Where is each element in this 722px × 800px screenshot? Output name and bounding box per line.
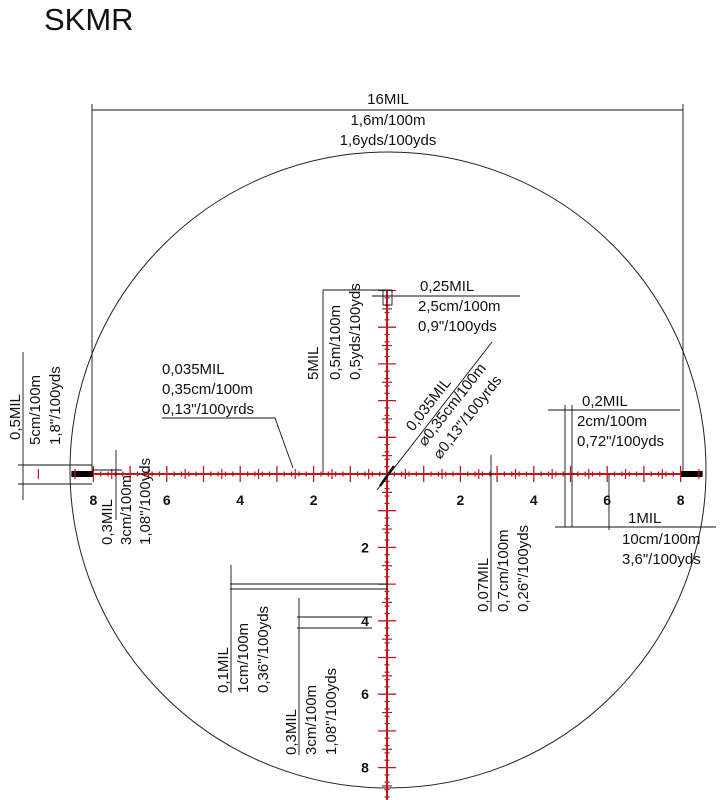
- line-thickness-metric: 0,7cm/100m: [495, 529, 512, 612]
- horizontal-scale-label: 8: [677, 492, 685, 508]
- horizontal-scale-label: 6: [603, 492, 611, 508]
- tick-width-callout: 0,035MIL 0,35cm/100m 0,13"/100yrds: [162, 361, 294, 469]
- vertical-tick-metric: 3cm/100m: [303, 685, 320, 755]
- vertical-scale-label: 2: [361, 539, 369, 555]
- line-thickness-imperial: 0,26"/100yds: [515, 525, 532, 612]
- half-tick-dimension: 0,2MIL 2cm/100m 0,72"/100yds: [548, 393, 680, 527]
- diagram-title: SKMR: [44, 2, 134, 37]
- reticle: 2 2 4 4 6 6 8 8 2 4 6 8: [37, 289, 703, 800]
- thick-bar-dimension: 0,5MIL 5cm/100m 1,8"/100yds: [7, 352, 92, 500]
- thick-bar-imperial: 1,8"/100yds: [47, 366, 64, 445]
- major-spacing-dimension: 1MIL 10cm/100m 3,6"/100yds: [555, 474, 716, 568]
- left-thick-bar: [71, 471, 94, 477]
- horizontal-scale-label: 2: [310, 492, 318, 508]
- post-height-imperial: 0,5yds/100yds: [347, 283, 364, 380]
- horizontal-scale-label: 4: [236, 492, 244, 508]
- total-width-mil: 16MIL: [367, 91, 409, 108]
- vertical-tick-imperial: 1,08"/100yds: [323, 668, 340, 755]
- post-height-metric: 0,5m/100m: [327, 305, 344, 380]
- horizontal-scale-label: 4: [530, 492, 538, 508]
- post-width-metric: 2,5cm/100m: [418, 298, 501, 315]
- line-thickness-mil: 0,07MIL: [475, 558, 492, 612]
- small-tick-mil: 0,1MIL: [215, 647, 232, 693]
- vertical-scale-label: 8: [361, 760, 369, 776]
- vertical-scale-label: 4: [361, 613, 369, 629]
- right-thick-bar: [680, 471, 703, 477]
- small-tick-dimension: 0,1MIL 1cm/100m 0,36"/100yds: [215, 565, 388, 693]
- small-tick-imperial: 0,36"/100yds: [255, 606, 272, 693]
- horizontal-scale-label: 6: [163, 492, 171, 508]
- vertical-scale-label: 6: [361, 686, 369, 702]
- post-width-imperial: 0,9"/100yds: [418, 318, 497, 335]
- thick-bar-mil: 0,5MIL: [7, 394, 24, 440]
- major-spacing-imperial: 3,6"/100yds: [622, 551, 701, 568]
- major-spacing-metric: 10cm/100m: [622, 531, 700, 548]
- tick-width-mil: 0,035MIL: [162, 361, 225, 378]
- post-width-mil: 0,25MIL: [420, 278, 474, 295]
- small-tick-metric: 1cm/100m: [235, 623, 252, 693]
- total-width-imperial: 1,6yds/100yds: [340, 132, 437, 149]
- bar-gap-mil: 0,3MIL: [99, 499, 116, 545]
- post-height-mil: 5MIL: [305, 347, 322, 380]
- bar-gap-metric: 3cm/100m: [118, 475, 135, 545]
- total-width-metric: 1,6m/100m: [350, 112, 425, 129]
- post-width-dimension: 0,25MIL 2,5cm/100m 0,9"/100yds: [372, 278, 520, 335]
- horizontal-scale-label: 8: [90, 492, 98, 508]
- total-width-dimension: 16MIL 1,6m/100m 1,6yds/100yds: [91, 91, 684, 474]
- vertical-tick-mil: 0,3MIL: [283, 709, 300, 755]
- bar-gap-imperial: 1,08"/100yds: [137, 458, 154, 545]
- major-spacing-mil: 1MIL: [628, 510, 661, 527]
- bar-gap-dimension: 0,3MIL 3cm/100m 1,08"/100yds: [92, 450, 154, 545]
- horizontal-scale-label: 2: [457, 492, 465, 508]
- line-thickness-dimension: 0,07MIL 0,7cm/100m 0,26"/100yds: [475, 455, 532, 612]
- tick-width-imperial: 0,13"/100yrds: [162, 401, 254, 418]
- half-tick-metric: 2cm/100m: [577, 413, 647, 430]
- tick-width-metric: 0,35cm/100m: [162, 381, 253, 398]
- half-tick-mil: 0,2MIL: [582, 393, 628, 410]
- thick-bar-metric: 5cm/100m: [27, 375, 44, 445]
- post-height-dimension: 5MIL 0,5m/100m 0,5yds/100yds: [305, 283, 390, 474]
- center-dot-callout: 0,035MIL ⌀0,35cm/100m ⌀0,13"/100yrds: [376, 341, 505, 491]
- half-tick-imperial: 0,72"/100yds: [577, 433, 664, 450]
- vertical-tick-dimension: 0,3MIL 3cm/100m 1,08"/100yds: [283, 598, 372, 755]
